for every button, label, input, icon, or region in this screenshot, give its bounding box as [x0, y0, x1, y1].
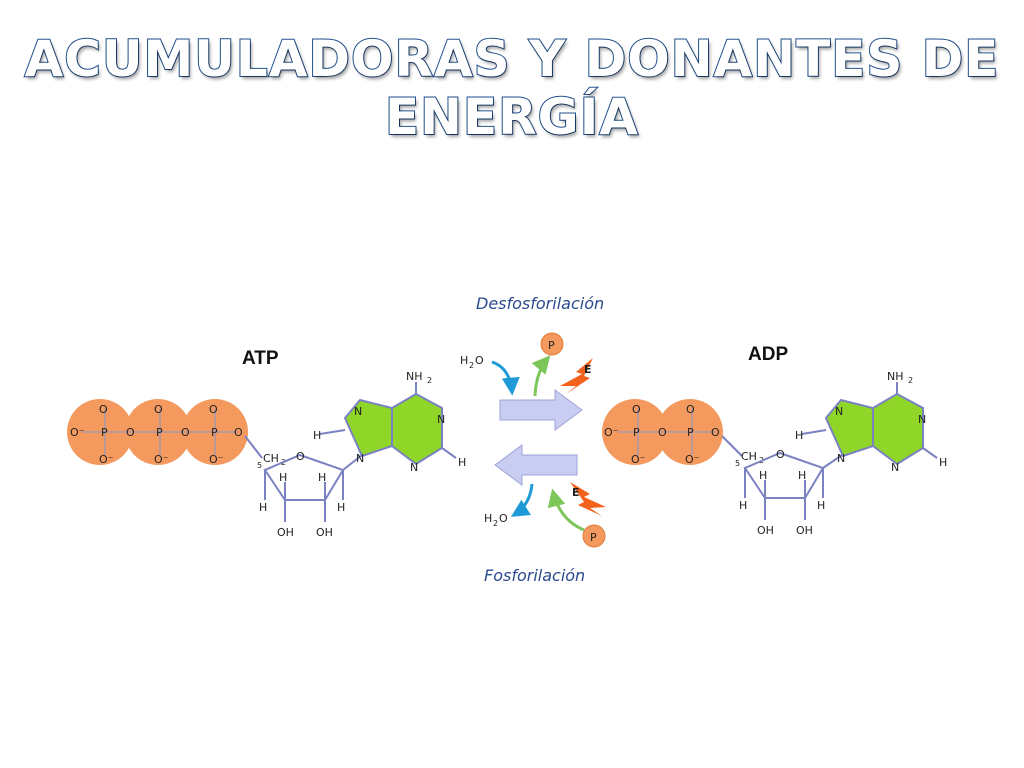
atom-label: E	[572, 486, 580, 499]
atom-label: N	[410, 461, 418, 474]
atom-label: P	[548, 339, 555, 352]
atom-label: H	[259, 501, 267, 514]
atom-label: O	[658, 426, 667, 439]
slide-title: ACUMULADORAS Y DONANTES DE ENERGÍA	[0, 29, 1024, 147]
atom-label: H	[279, 471, 287, 484]
atom-label: H	[318, 471, 326, 484]
atom-label: H	[939, 456, 947, 469]
atom-label: N	[354, 405, 362, 418]
adp-adenine: H N N N N NH 2 H	[795, 370, 947, 474]
atp-label: ATP	[242, 348, 279, 369]
atom-label: H	[484, 512, 492, 525]
atom-label: O	[776, 448, 785, 461]
atom-label: O	[209, 403, 218, 416]
atom-label: 2	[427, 376, 432, 385]
atom-label: CH	[741, 450, 757, 463]
title-line-2: ENERGÍA	[384, 87, 639, 147]
atom-label: H	[759, 469, 767, 482]
atom-label: O	[711, 426, 720, 439]
atom-label: O	[234, 426, 243, 439]
atom-label: H	[817, 499, 825, 512]
atom-label: O	[632, 403, 641, 416]
atp-phosphate-chain: O O O O⁻ P O P O P O O⁻ O⁻ O⁻	[67, 399, 248, 466]
atom-label: OH	[277, 526, 294, 539]
atp-molecule: ATP O O O O⁻ P O P O P O O⁻ O⁻ O⁻	[67, 348, 466, 539]
atom-label: P	[633, 426, 640, 439]
atom-label: O⁻	[631, 453, 646, 466]
phosphorylation-label: Fosforilación	[484, 566, 585, 585]
atom-label: H	[798, 469, 806, 482]
atom-label: O⁻	[685, 453, 700, 466]
atom-label: H	[739, 499, 747, 512]
atom-label: N	[891, 461, 899, 474]
forward-arrow	[499, 389, 583, 431]
atom-label: O⁻	[99, 453, 114, 466]
atom-label: P	[101, 426, 108, 439]
reaction-center: Desfosforilación Fosforilación H 2 O P E…	[460, 294, 606, 585]
atom-label: 2	[908, 376, 913, 385]
adp-phosphate-chain: O O O⁻ P O P O O⁻ O⁻	[602, 399, 723, 466]
phosphate-icon	[582, 524, 606, 548]
atom-label: N	[918, 413, 926, 426]
atom-label: OH	[796, 524, 813, 537]
atom-label: E	[584, 363, 592, 376]
reverse-arrow	[494, 444, 578, 486]
atom-label: O⁻	[209, 453, 224, 466]
adp-label: ADP	[748, 344, 788, 365]
atom-label: O	[499, 512, 508, 525]
atom-label: NH	[887, 370, 904, 383]
atom-label: NH	[406, 370, 423, 383]
atom-label: O⁻	[70, 426, 85, 439]
atom-label: H	[337, 501, 345, 514]
phosphate-icon	[540, 332, 564, 356]
adp-ribose: 5 CH 2 O H H H H OH OH	[721, 435, 843, 537]
atom-label: O	[296, 450, 305, 463]
dephosphorylation-label: Desfosforilación	[476, 294, 604, 313]
atom-label: 2	[493, 519, 498, 528]
atom-label: P	[211, 426, 218, 439]
water-in-arrow	[491, 360, 520, 396]
atom-label: H	[313, 429, 321, 442]
phosphate-out-arrow	[531, 355, 551, 397]
atom-label: P	[590, 531, 597, 544]
energy-bolt-icon	[570, 482, 606, 516]
atom-label: H	[458, 456, 466, 469]
atom-label: H	[795, 429, 803, 442]
atom-label: P	[687, 426, 694, 439]
atom-label: O	[99, 403, 108, 416]
atom-label: P	[156, 426, 163, 439]
atom-label: O	[475, 354, 484, 367]
atom-label: H	[460, 354, 468, 367]
atom-label: OH	[757, 524, 774, 537]
atom-label: N	[835, 405, 843, 418]
phosphate-in-arrow	[547, 488, 585, 532]
atom-label: 2	[469, 361, 474, 370]
water-out-arrow	[510, 483, 534, 517]
atom-label: O	[126, 426, 135, 439]
atom-label: O⁻	[604, 426, 619, 439]
atom-label: N	[356, 452, 364, 465]
title-line-1: ACUMULADORAS Y DONANTES DE	[24, 29, 1000, 89]
atp-adenine: H N N N N NH 2 H	[313, 370, 466, 474]
atom-label: N	[437, 413, 445, 426]
atom-label: 5	[257, 461, 262, 470]
atom-label: O	[686, 403, 695, 416]
atom-label: O⁻	[154, 453, 169, 466]
atom-label: O	[181, 426, 190, 439]
atom-label: O	[154, 403, 163, 416]
atom-label: N	[837, 452, 845, 465]
adp-molecule: ADP O O O⁻ P O P O O⁻ O⁻ 5 CH 2 O H	[602, 344, 947, 537]
atom-label: OH	[316, 526, 333, 539]
atp-ribose: 5 CH 2 O H H H H OH OH	[244, 435, 363, 539]
energy-bolt-icon	[560, 358, 593, 394]
atom-label: 5	[735, 459, 740, 468]
atom-label: CH	[263, 452, 279, 465]
